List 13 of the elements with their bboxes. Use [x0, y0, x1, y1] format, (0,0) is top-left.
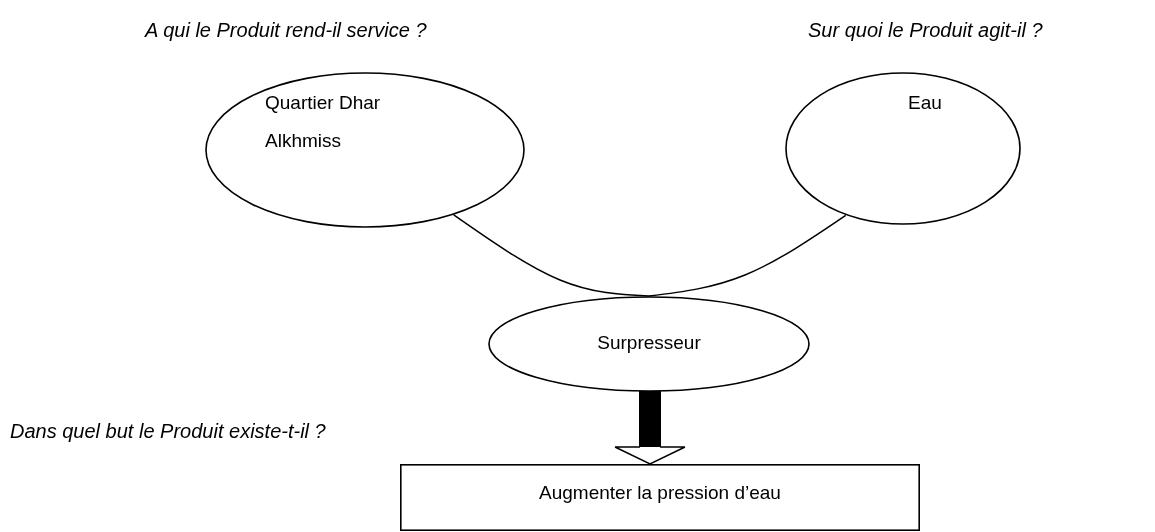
node-label: Surpresseur: [596, 331, 702, 355]
curved-connector: [648, 214, 847, 297]
node-label: Eau: [907, 91, 943, 115]
ellipse-node: [488, 296, 810, 392]
question-text: Dans quel but le Produit existe-t-il ?: [10, 420, 326, 443]
curved-connector: [453, 214, 650, 297]
question-text: A qui le Produit rend-il service ?: [145, 19, 427, 42]
question-text: Sur quoi le Produit agit-il ?: [808, 19, 1043, 42]
ellipse-node: [205, 72, 525, 228]
node-label: Quartier Dhar Alkhmiss: [265, 91, 382, 153]
node-label: Augmenter la pression d’eau: [538, 481, 782, 505]
ellipse-node: [785, 72, 1021, 225]
process-box: [400, 464, 920, 531]
